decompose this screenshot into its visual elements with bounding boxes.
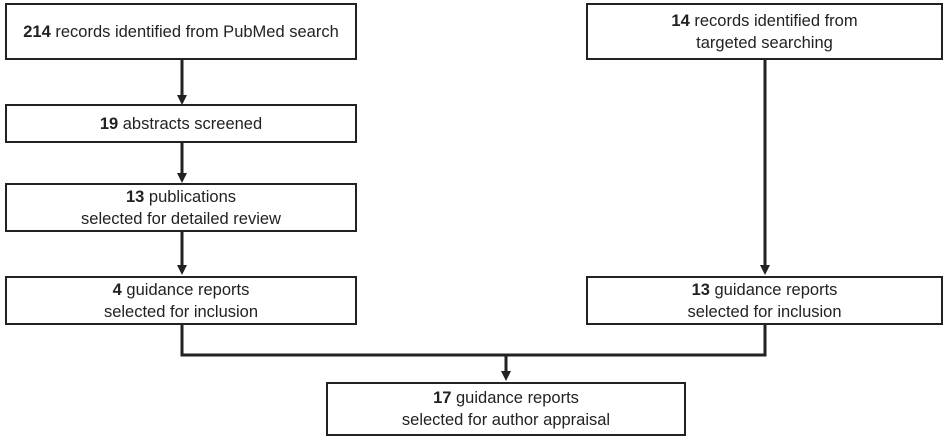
box-abstracts-screened: 19 abstracts screened	[5, 104, 357, 143]
box-left-guidance: 4 guidance reports selected for inclusio…	[5, 276, 357, 325]
box-targeted-line-2: targeted searching	[696, 33, 833, 52]
label-pubmed-records: records identified from PubMed search	[50, 22, 339, 41]
box-final-line-1: 17 guidance reports	[433, 387, 579, 409]
count-left-guidance: 4	[112, 280, 122, 299]
label-right-guidance: guidance reports	[709, 280, 838, 299]
box-publications: 13 publications selected for detailed re…	[5, 183, 357, 232]
label-publications: publications	[144, 187, 237, 206]
box-left-guidance-line-1: 4 guidance reports	[113, 279, 250, 301]
box-pubmed-line-1: 214 records identified from PubMed searc…	[23, 21, 339, 43]
box-final-line-2: selected for author appraisal	[401, 411, 611, 429]
box-publications-line-2: selected for detailed review	[81, 209, 281, 228]
merge-connector	[180, 325, 767, 357]
count-pubmed-records: 214	[23, 22, 51, 41]
box-right-guidance: 13 guidance reports selected for inclusi…	[586, 276, 943, 325]
count-targeted-records: 14	[671, 11, 690, 30]
box-right-guidance-line-2: selected for inclusion	[687, 302, 842, 321]
box-abstracts-line-1: 19 abstracts screened	[100, 113, 262, 135]
box-targeted-records: 14 records identified from targeted sear…	[586, 3, 943, 60]
box-left-guidance-line-2: selected for inclusion	[103, 302, 259, 321]
count-abstracts: 19	[99, 114, 119, 133]
count-publications: 13	[125, 187, 145, 206]
label-final-guidance: guidance reports	[451, 389, 579, 407]
count-right-guidance: 13	[691, 280, 710, 299]
box-targeted-line-1: 14 records identified from	[671, 10, 857, 32]
label-abstracts: abstracts screened	[118, 114, 263, 133]
label-left-guidance: guidance reports	[121, 280, 250, 299]
box-right-guidance-line-1: 13 guidance reports	[692, 279, 838, 301]
box-final-guidance: 17 guidance reports selected for author …	[326, 382, 686, 436]
label-targeted-records: records identified from	[689, 11, 858, 30]
box-publications-line-1: 13 publications	[126, 186, 236, 208]
count-final-guidance: 17	[433, 389, 452, 407]
box-pubmed-records: 214 records identified from PubMed searc…	[5, 3, 357, 60]
